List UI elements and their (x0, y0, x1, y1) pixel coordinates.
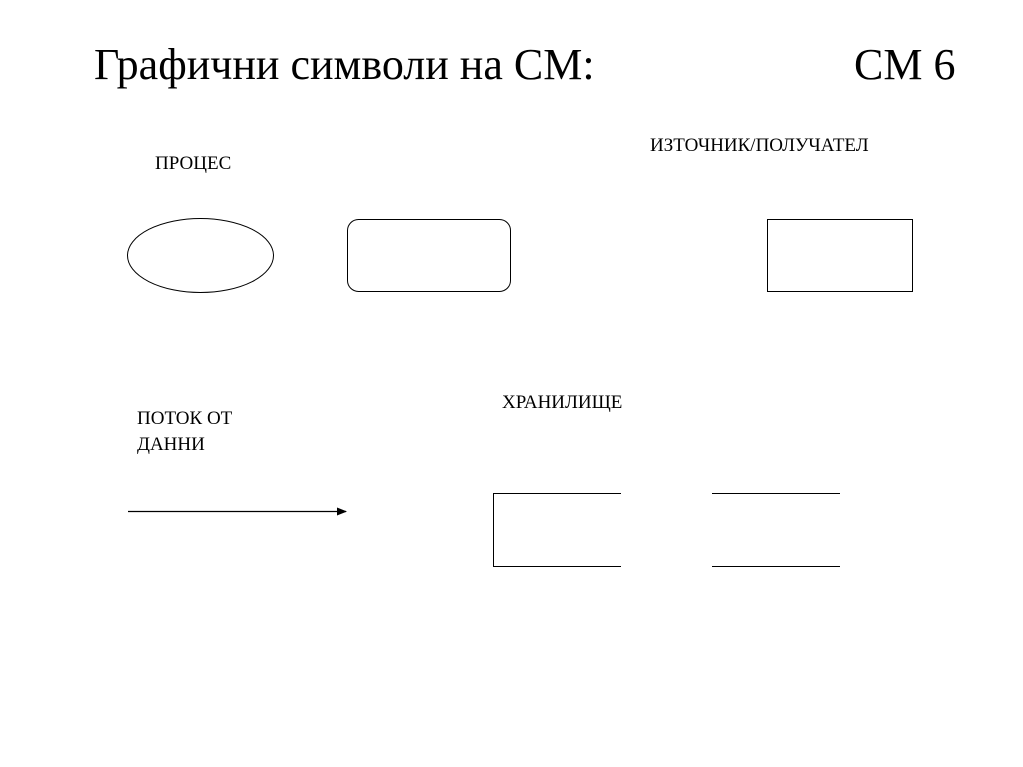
slide-title: Графични символи на СМ: (94, 40, 595, 89)
data-flow-label: ПОТОК ОТ ДАННИ (137, 406, 287, 458)
process-ellipse-symbol (127, 218, 274, 293)
process-rounded-rect-symbol (347, 219, 511, 292)
slide-number: СМ 6 (854, 40, 956, 89)
data-store-open-rect-symbol (493, 493, 621, 567)
data-flow-label-line1: ПОТОК ОТ (137, 408, 233, 429)
data-flow-label-line2: ДАННИ (137, 434, 205, 455)
source-sink-label: ИЗТОЧНИК/ПОЛУЧАТЕЛ (650, 135, 869, 156)
data-store-label: ХРАНИЛИЩЕ (502, 392, 623, 413)
process-label: ПРОЦЕС (155, 153, 232, 174)
source-sink-rect-symbol (767, 219, 913, 292)
